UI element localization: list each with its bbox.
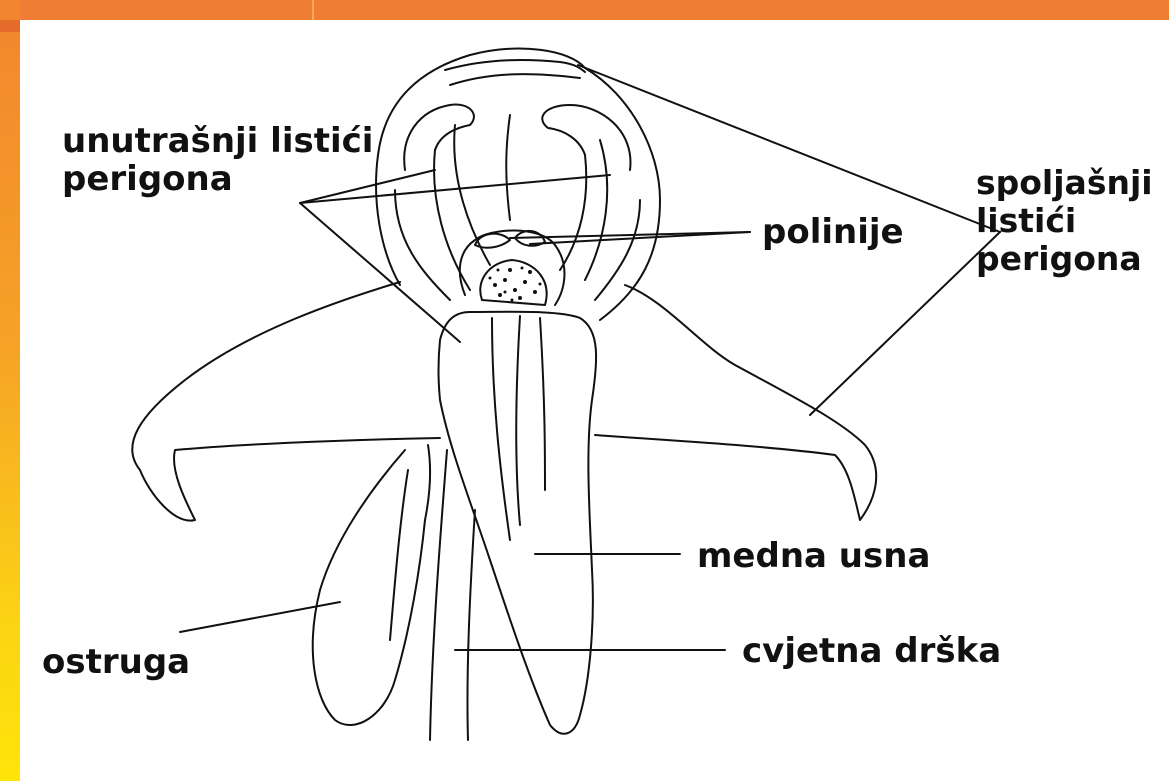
spur-label: ostruga bbox=[42, 643, 190, 681]
hood-vein-5 bbox=[395, 190, 450, 300]
leader-pollinia-b bbox=[510, 232, 750, 238]
spur-inner-line bbox=[390, 470, 408, 640]
right-outer-tepal bbox=[595, 285, 876, 520]
labellum-vein-2 bbox=[516, 316, 520, 525]
outer-tepals-label: spoljašnji listići perigona bbox=[976, 164, 1153, 278]
labellum-label: medna usna bbox=[697, 537, 930, 575]
inner-tepals-label: unutrašnji listići perigona bbox=[62, 122, 373, 198]
hood-vein-7 bbox=[506, 115, 510, 220]
pedicel-left bbox=[430, 450, 447, 740]
pollinia-label: polinije bbox=[762, 213, 904, 251]
hood-vein-4 bbox=[585, 140, 607, 280]
leader-outer-tepals-b bbox=[810, 232, 1000, 415]
outer-tepals-label-line1: spoljašnji bbox=[976, 164, 1153, 202]
leader-spur bbox=[180, 602, 340, 632]
stigma bbox=[480, 260, 546, 305]
labellum-vein-1 bbox=[492, 318, 510, 540]
hood-vein-3 bbox=[560, 155, 586, 270]
pedicel-right bbox=[467, 510, 475, 740]
hood-vein-6 bbox=[595, 200, 640, 300]
hood-top-fold bbox=[445, 60, 585, 85]
hood-vein-1 bbox=[434, 150, 470, 290]
hood-vein-2 bbox=[454, 125, 490, 265]
spur bbox=[313, 445, 430, 725]
outer-tepals-label-line2: listići bbox=[976, 202, 1153, 240]
outer-tepals-label-line3: perigona bbox=[976, 240, 1153, 278]
hood-inner-left-curl bbox=[404, 105, 474, 170]
inner-tepals-label-line1: unutrašnji listići bbox=[62, 122, 373, 160]
leader-outer-tepals-a bbox=[578, 65, 1000, 232]
inner-tepals-label-line2: perigona bbox=[62, 160, 373, 198]
pedicel-label: cvjetna drška bbox=[742, 632, 1001, 670]
labellum-vein-3 bbox=[540, 318, 545, 490]
left-outer-tepal bbox=[132, 282, 440, 521]
